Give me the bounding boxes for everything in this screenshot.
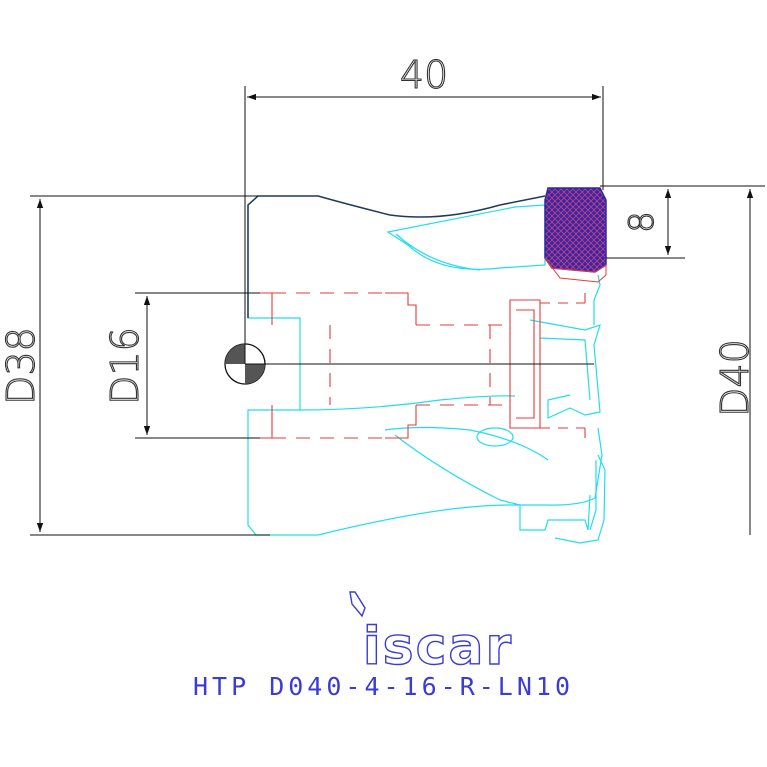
dim-depth-label: 8 <box>622 211 662 233</box>
dim-d40-label: D40 <box>713 339 757 417</box>
logo-mark-icon <box>349 591 366 618</box>
cutter-body-outline <box>247 195 606 544</box>
brand-logo: iscar <box>349 591 513 678</box>
center-symbol <box>224 343 594 385</box>
dim-length-label: 40 <box>400 53 448 97</box>
dim-d16-label: D16 <box>103 327 147 405</box>
hidden-bore-lines <box>248 292 586 439</box>
cutting-insert <box>544 187 607 283</box>
body-top-profile <box>247 195 546 318</box>
dim-d38-label: D38 <box>0 327 43 405</box>
part-number-label: HTP D040-4-16-R-LN10 <box>192 672 575 701</box>
logo-text: iscar <box>363 617 513 677</box>
dimension-lines <box>30 86 765 536</box>
